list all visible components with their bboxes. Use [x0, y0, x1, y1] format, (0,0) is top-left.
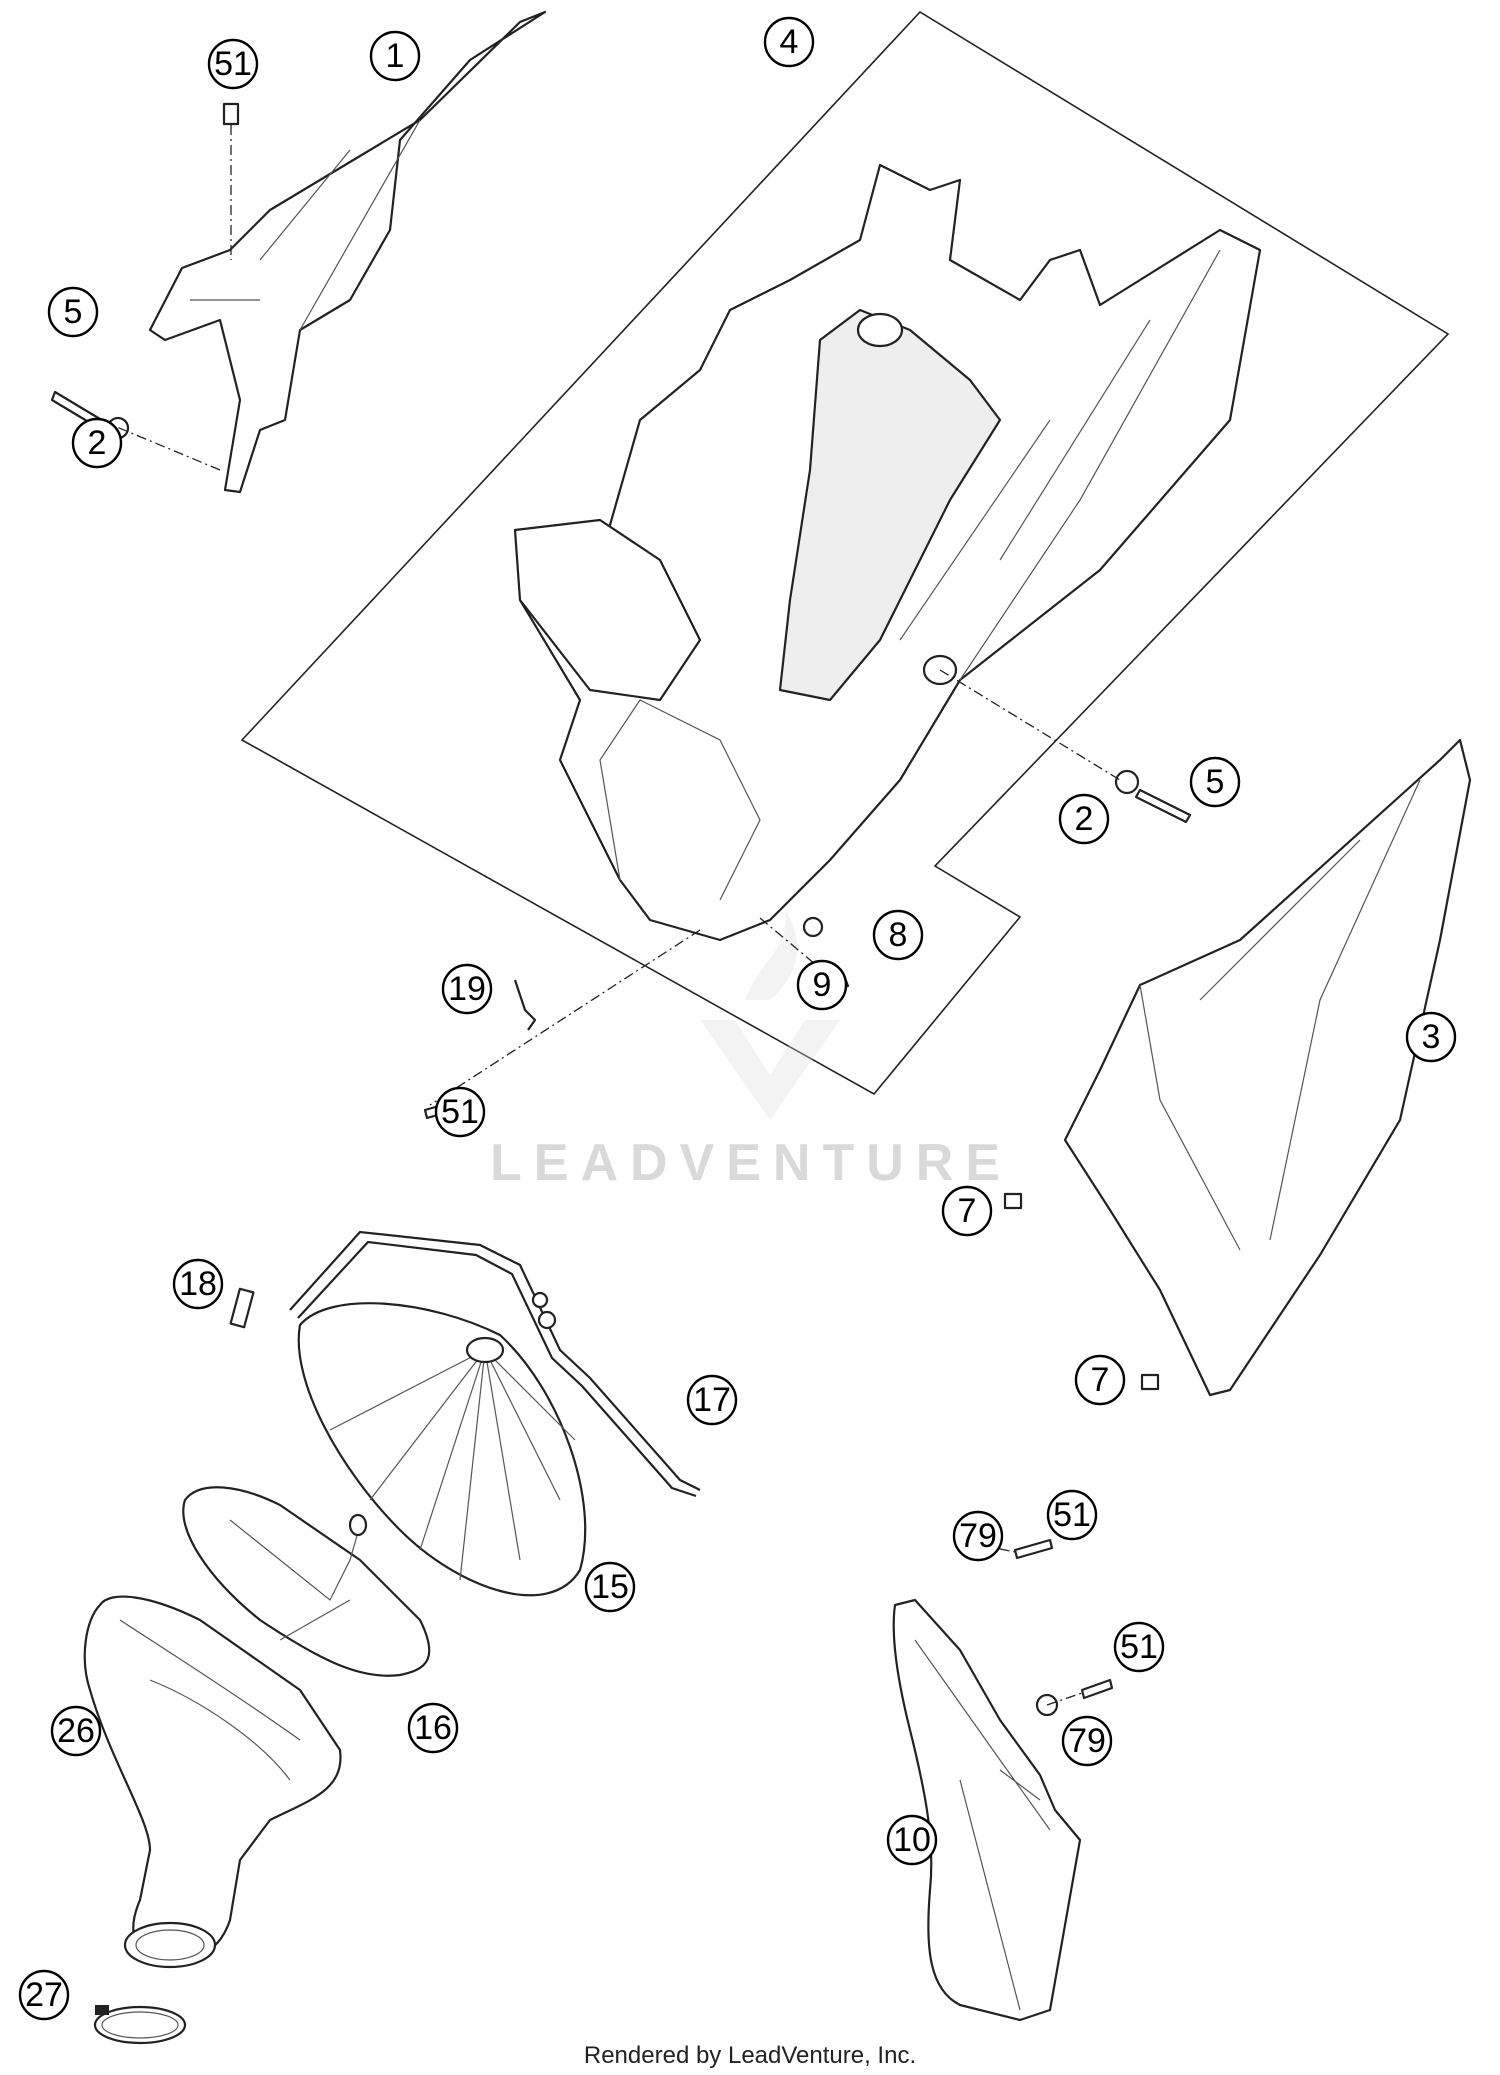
watermark-logo — [700, 910, 840, 1120]
svg-text:2: 2 — [88, 424, 107, 462]
svg-text:5: 5 — [1206, 763, 1225, 801]
callout-8: 8 — [872, 909, 924, 961]
footer-credit: Rendered by LeadVenture, Inc. — [583, 2042, 917, 2069]
svg-text:10: 10 — [893, 1821, 931, 1859]
svg-text:79: 79 — [959, 1517, 997, 1555]
nut-7-upper — [1003, 1192, 1023, 1210]
callout-1: 1 — [369, 30, 421, 82]
svg-text:26: 26 — [57, 1712, 95, 1750]
part-filter-support — [182, 1486, 431, 1677]
watermark-text: LEADVENTURE — [490, 1134, 1012, 1192]
svg-text:3: 3 — [1422, 1018, 1441, 1056]
callout-27: 27 — [18, 1969, 70, 2021]
callout-51-mid: 51 — [434, 1086, 486, 1138]
svg-text:7: 7 — [958, 1192, 977, 1230]
svg-text:79: 79 — [1068, 1722, 1106, 1760]
part-air-duct — [892, 1598, 1082, 2022]
svg-text:19: 19 — [448, 970, 486, 1008]
callout-79-lower: 79 — [1061, 1715, 1113, 1767]
part-filter-cage-bracket — [289, 1230, 701, 1498]
svg-text:8: 8 — [889, 916, 908, 954]
svg-text:9: 9 — [813, 966, 832, 1004]
svg-text:2: 2 — [1075, 800, 1094, 838]
washer-2-right — [1114, 769, 1140, 795]
svg-text:51: 51 — [1120, 1628, 1158, 1666]
callout-9: 9 — [796, 959, 848, 1011]
svg-text:27: 27 — [25, 1976, 63, 2014]
part-side-panel-right — [1063, 738, 1472, 1397]
callout-51-right-lower: 51 — [1113, 1621, 1165, 1673]
callout-51-right-upper: 51 — [1046, 1489, 1098, 1541]
callout-15: 15 — [584, 1561, 636, 1613]
callout-7-upper: 7 — [941, 1185, 993, 1237]
callout-7-lower: 7 — [1074, 1354, 1126, 1406]
callout-4: 4 — [763, 16, 815, 68]
callout-17: 17 — [686, 1374, 738, 1426]
callout-2-right: 2 — [1058, 793, 1110, 845]
svg-text:51: 51 — [441, 1093, 479, 1131]
callout-19: 19 — [441, 963, 493, 1015]
callout-18: 18 — [172, 1258, 224, 1310]
clip-19 — [513, 979, 537, 1031]
screw-51-top — [222, 102, 240, 126]
part-intake-boot — [83, 1595, 342, 1969]
callout-5-left: 5 — [47, 286, 99, 338]
svg-text:1: 1 — [386, 37, 405, 75]
svg-text:7: 7 — [1091, 1361, 1110, 1399]
svg-text:16: 16 — [414, 1709, 452, 1747]
callout-26: 26 — [50, 1705, 102, 1757]
svg-text:51: 51 — [1053, 1496, 1091, 1534]
part-air-filter — [297, 1302, 587, 1597]
bushing-18 — [229, 1287, 255, 1329]
screw-5-right — [1134, 788, 1192, 824]
svg-text:17: 17 — [693, 1381, 731, 1419]
callout-16: 16 — [407, 1702, 459, 1754]
callout-79-upper: 79 — [952, 1510, 1004, 1562]
callout-5-right: 5 — [1189, 756, 1241, 808]
callout-2-left: 2 — [71, 417, 123, 469]
screw-51-right-upper — [1013, 1538, 1054, 1560]
nut-7-lower — [1140, 1373, 1160, 1391]
svg-text:15: 15 — [591, 1568, 629, 1606]
part-side-panel-left — [148, 10, 547, 494]
callout-10: 10 — [886, 1814, 938, 1866]
svg-text:4: 4 — [780, 23, 799, 61]
callout-51-top: 51 — [207, 38, 259, 90]
part-hose-clamp — [93, 2005, 187, 2045]
screw-51-right-lower — [1080, 1678, 1114, 1700]
svg-text:51: 51 — [214, 45, 252, 83]
assembly-frame — [240, 10, 1450, 1096]
part-airbox — [513, 163, 1262, 942]
svg-text:18: 18 — [179, 1265, 217, 1303]
callout-3: 3 — [1405, 1011, 1457, 1063]
svg-text:5: 5 — [64, 293, 83, 331]
clip-8 — [802, 916, 824, 938]
